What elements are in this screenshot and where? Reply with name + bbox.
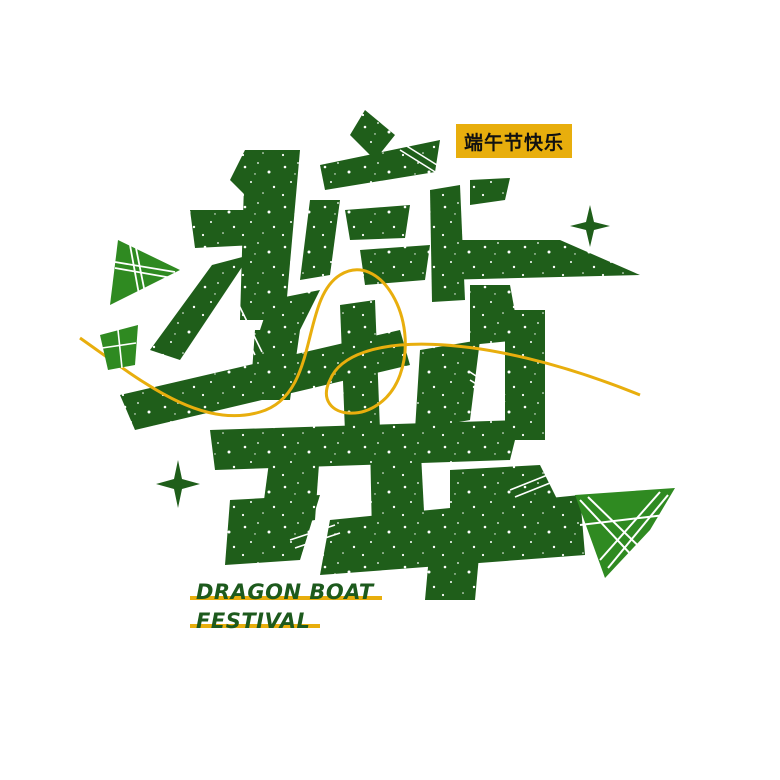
zongzi-icon <box>110 240 180 305</box>
zongzi-icon <box>100 325 138 370</box>
underline-line-2 <box>190 624 320 628</box>
underline-line-1 <box>190 596 382 600</box>
tagline-badge: 端午节快乐 <box>456 124 573 158</box>
english-title-line-1: DRAGON BOAT <box>196 580 374 604</box>
calligraphy-strokes <box>120 110 640 600</box>
hatch-lines <box>227 144 566 549</box>
zongzi-icon <box>575 488 675 578</box>
english-title-line-2: FESTIVAL <box>196 609 311 633</box>
tagline-text: 端午节快乐 <box>464 131 565 154</box>
sparkle-icon <box>570 205 610 247</box>
ribbon-line <box>79 268 641 418</box>
sparkle-icon <box>156 460 200 508</box>
